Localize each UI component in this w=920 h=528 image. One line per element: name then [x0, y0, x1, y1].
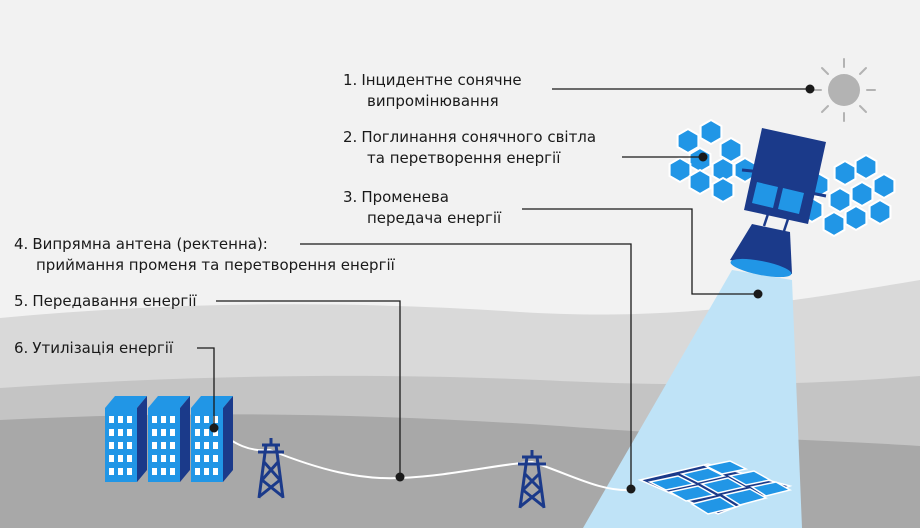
windows — [195, 416, 218, 475]
leader-5 — [216, 300, 401, 477]
step-text-line2: приймання променя та перетворення енергі… — [36, 256, 395, 274]
step-label-5: 5.Передавання енергії — [14, 291, 197, 312]
step-label-4: 4.Випрямна антена (ректенна): приймання … — [14, 234, 395, 276]
step-label-1: 1.Інцидентне сонячне випромінювання — [343, 70, 522, 112]
step-text-line1: Утилізація енергії — [32, 339, 174, 357]
power-tower-icon — [518, 450, 546, 509]
solar-panel-left — [668, 119, 757, 203]
step-text-line2: та перетворення енергії — [367, 149, 561, 167]
step-label-3: 3.Променева передача енергії — [343, 187, 501, 229]
step-label-6: 6.Утилізація енергії — [14, 338, 173, 359]
energy-beam — [583, 270, 802, 528]
step-text-line1: Випрямна антена (ректенна): — [32, 235, 268, 253]
buildings — [105, 396, 233, 482]
step-text-line2: передача енергії — [367, 209, 502, 227]
satellite-icon — [668, 119, 896, 278]
step-number: 6. — [14, 339, 29, 357]
step-text-line1: Інцидентне сонячне — [361, 71, 522, 89]
building-icon — [148, 396, 190, 482]
building-icon — [105, 396, 147, 482]
windows — [109, 416, 132, 475]
step-text-line1: Передавання енергії — [32, 292, 197, 310]
leader-6 — [197, 347, 215, 428]
leader-3 — [522, 208, 758, 295]
leader-dots — [209, 84, 815, 494]
step-number: 1. — [343, 71, 358, 89]
transmitter-dish-icon — [730, 224, 792, 278]
power-tower-icon — [257, 438, 285, 499]
step-number: 3. — [343, 188, 358, 206]
step-label-2: 2.Поглинання сонячного світла та перетво… — [343, 127, 596, 169]
leader-4 — [300, 243, 632, 489]
windows — [152, 416, 175, 475]
step-text-line1: Поглинання сонячного світла — [361, 128, 597, 146]
step-number: 4. — [14, 235, 29, 253]
building-icon — [191, 396, 233, 482]
sun-icon — [812, 58, 876, 122]
step-text-line2: випромінювання — [367, 92, 499, 110]
leader-lines — [197, 88, 810, 489]
rectenna-icon — [637, 460, 793, 515]
step-text-line1: Променева — [361, 188, 449, 206]
step-number: 5. — [14, 292, 29, 310]
step-number: 2. — [343, 128, 358, 146]
